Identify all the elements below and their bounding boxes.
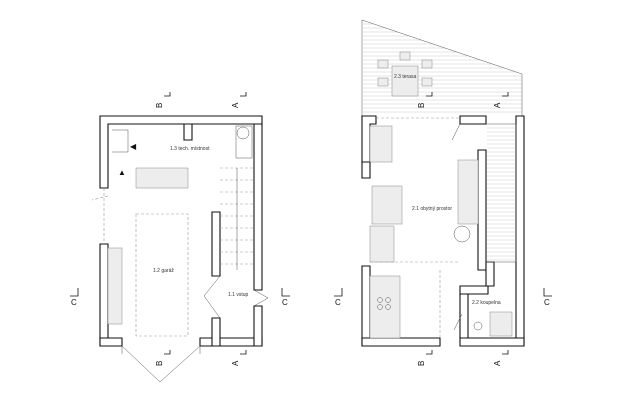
svg-text:C: C bbox=[335, 298, 341, 307]
upper-floor-partition-bath-top bbox=[459, 285, 489, 295]
svg-text:B: B bbox=[417, 361, 426, 366]
upper-floor-partition-stair bbox=[477, 149, 487, 271]
section-mark-a-bottom-right: A bbox=[493, 350, 509, 366]
section-mark-b-bottom-right: B bbox=[417, 350, 433, 366]
section-mark-a-top-right: A bbox=[493, 92, 509, 108]
ground-floor-plan: ◀ ▲ 1.3 tech. místnost 1.2 garáž 1.1 vst… bbox=[70, 92, 290, 383]
svg-text:C: C bbox=[544, 298, 550, 307]
ground-floor-wall-bottom-left bbox=[99, 337, 123, 347]
tech-room-marker: ◀ bbox=[130, 142, 137, 151]
cabinet-left bbox=[369, 225, 395, 263]
garage-car-outline bbox=[135, 213, 189, 337]
round-table bbox=[453, 225, 471, 243]
room-label-1-1: 1.1 vstup bbox=[228, 292, 249, 298]
section-mark-c-right-right: C bbox=[543, 288, 552, 307]
svg-text:A: A bbox=[493, 360, 502, 366]
svg-text:A: A bbox=[493, 102, 502, 108]
section-mark-c-left-right: C bbox=[334, 288, 343, 307]
bath-sink bbox=[473, 321, 483, 331]
upper-floor-wall-mid-left bbox=[361, 161, 371, 179]
upper-floor-wall-bottom-right bbox=[459, 337, 525, 347]
ground-floor-wall-top bbox=[99, 115, 263, 189]
section-mark-c-right-left: C bbox=[281, 288, 290, 307]
room-label-1-3: 1.3 tech. místnost bbox=[170, 146, 210, 152]
garage-door-opening bbox=[121, 346, 201, 354]
svg-text:C: C bbox=[282, 298, 288, 307]
garage-door-swing bbox=[121, 345, 201, 383]
upper-floor-partition-bath-left bbox=[459, 293, 469, 339]
svg-text:C: C bbox=[71, 298, 77, 307]
entry-door-swing bbox=[203, 275, 269, 319]
tech-room-marker-2: ▲ bbox=[118, 168, 126, 177]
upper-floor-wall-left bbox=[361, 265, 371, 347]
ground-floor-wall-left-lower bbox=[99, 243, 109, 347]
section-mark-a-bottom-left: A bbox=[231, 350, 247, 366]
terrace-outline bbox=[361, 19, 523, 116]
kitchen-unit-bottom bbox=[369, 275, 401, 339]
section-mark-c-left-left: C bbox=[70, 288, 79, 307]
room-label-2-1: 2.1 obytný prostor bbox=[412, 206, 452, 212]
garage-bench bbox=[107, 247, 123, 325]
svg-text:A: A bbox=[231, 360, 240, 366]
terrace-table-set bbox=[377, 51, 433, 97]
svg-text:A: A bbox=[231, 102, 240, 108]
section-mark-b-bottom-left: B bbox=[155, 350, 171, 366]
room-label-1-2: 1.2 garáž bbox=[153, 268, 174, 274]
ground-floor-wall-right-upper bbox=[253, 123, 263, 291]
upper-floor-wall-bottom-left bbox=[361, 337, 441, 347]
ground-floor-partition-tech bbox=[183, 123, 193, 141]
room-label-2-3: 2.3 terasa bbox=[394, 74, 416, 80]
room-label-2-2: 2.2 koupelna bbox=[472, 300, 501, 306]
upper-floor-partition-wall-stub bbox=[485, 261, 495, 287]
svg-text:B: B bbox=[155, 103, 164, 108]
upper-floor-wall-top-right bbox=[459, 115, 487, 125]
sofa bbox=[457, 159, 479, 225]
ground-floor-stairs bbox=[220, 167, 254, 270]
section-mark-b-top-right: B bbox=[417, 92, 433, 108]
ground-floor-partition-entry bbox=[211, 211, 221, 277]
bath-fixture bbox=[489, 311, 513, 337]
ground-floor-partition-entry-low bbox=[211, 317, 221, 347]
upper-door-swing bbox=[451, 123, 463, 331]
ground-floor-wall-bottom-right bbox=[199, 337, 263, 347]
upper-floor-wall-right bbox=[515, 115, 525, 347]
upper-floor-plan: 2.3 terasa 2.1 obytný prostor 2.2 koupel… bbox=[334, 19, 552, 366]
svg-text:B: B bbox=[155, 361, 164, 366]
section-mark-a-top-left: A bbox=[231, 92, 247, 108]
tech-room-counter bbox=[135, 167, 189, 189]
kitchen-counter-top bbox=[369, 125, 393, 163]
ground-floor-wall-right-lower bbox=[253, 305, 263, 347]
section-mark-b-top-left: B bbox=[155, 92, 171, 108]
svg-text:B: B bbox=[417, 103, 426, 108]
upper-floor-stairs bbox=[486, 123, 517, 263]
tech-room-boiler bbox=[236, 126, 250, 140]
kitchen-island bbox=[371, 185, 403, 225]
